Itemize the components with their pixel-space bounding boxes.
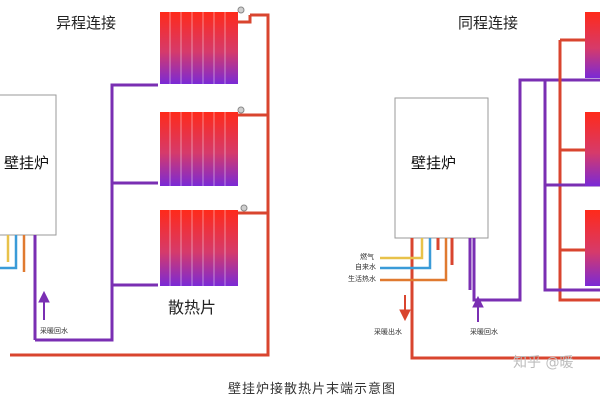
right-title: 同程连接 [458, 14, 519, 32]
right-inlet-pipes [380, 238, 448, 282]
left-boiler [0, 94, 57, 236]
left-supply-pipes [10, 13, 270, 357]
right-radiator-1 [585, 12, 600, 78]
right-flow-out-label: 采暖出水 [374, 328, 402, 336]
left-radiator-3 [160, 204, 248, 286]
right-radiator-2 [585, 112, 600, 186]
right-boiler [394, 97, 489, 239]
left-radiator-label: 散热片 [168, 298, 217, 317]
watermark: 知乎 @暖 [513, 355, 574, 371]
left-flow-arrow [38, 290, 50, 320]
left-flow-label: 采暖回水 [40, 327, 68, 335]
left-radiator-1 [160, 6, 245, 84]
left-return-pipes [33, 83, 158, 342]
right-radiator-3 [585, 210, 600, 286]
left-boiler-label: 壁挂炉 [4, 154, 50, 172]
right-inlet-gas-label: 燃气 [360, 253, 374, 261]
right-return-pipes [468, 78, 600, 302]
left-boiler-stubs [0, 235, 26, 272]
left-radiator-2 [160, 106, 245, 186]
right-boiler-label: 壁挂炉 [411, 154, 457, 172]
right-flow-return-label: 采暖回水 [470, 328, 498, 336]
left-title: 异程连接 [56, 14, 117, 32]
right-inlet-cold-label: 自来水 [355, 263, 376, 271]
right-flow-out-arrow [399, 295, 411, 322]
diagram-caption: 壁挂炉接散热片末端示意图 [228, 382, 397, 397]
right-inlet-hot-label: 生活热水 [348, 275, 376, 283]
right-flow-return-arrow [472, 295, 484, 322]
